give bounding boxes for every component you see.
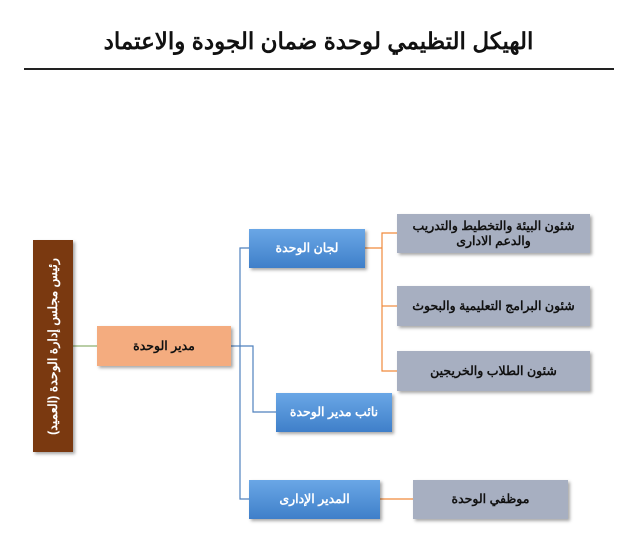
- students-box: شئون الطلاب والخريجين: [397, 351, 590, 391]
- programs-box: شئون البرامج التعليمية والبحوث: [397, 286, 590, 326]
- page-title: الهيكل التظيمي لوحدة ضمان الجودة والاعتم…: [103, 28, 534, 54]
- environment-box: شئون البيئة والتخطيط والتدريب والدعم الا…: [397, 214, 590, 253]
- chairman-box: رئيس مجلس إدارة الوحدة (العميد): [33, 240, 73, 452]
- manager-box: مدير الوحدة: [97, 326, 231, 366]
- staff-box: موظفي الوحدة: [413, 480, 568, 519]
- chairman-label: رئيس مجلس إدارة الوحدة (العميد): [45, 257, 60, 435]
- admin-manager-box: المدير الإدارى: [249, 480, 380, 519]
- committees-box: لجان الوحدة: [249, 229, 365, 268]
- deputy-box: نائب مدير الوحدة: [276, 393, 392, 432]
- title-divider: [24, 68, 614, 70]
